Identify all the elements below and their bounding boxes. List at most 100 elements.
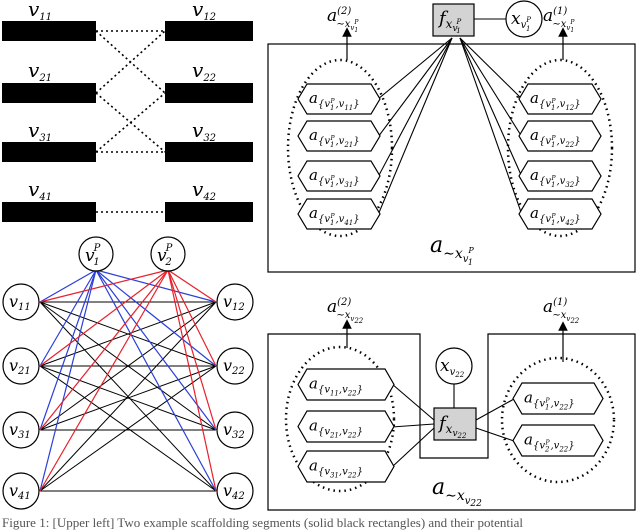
- node-v1p: [78, 236, 114, 272]
- hex-shape: [297, 368, 395, 401]
- segment-label-v21: v21: [28, 58, 52, 84]
- out-label-right-v22: a(1)∼xv22: [543, 297, 580, 325]
- hex-shape: [297, 120, 381, 152]
- segment-v11: [2, 21, 96, 41]
- hex-label: a{v1P,v22}: [530, 126, 581, 149]
- right-hex-message-1: a{v1P,v22}: [518, 120, 602, 152]
- hex-label: a{v31,v22}: [309, 457, 363, 480]
- node-v22: [216, 347, 254, 385]
- node-v31: [2, 411, 40, 449]
- segment-label-v31: v31: [28, 118, 52, 144]
- right-message-group-v22: [500, 356, 616, 484]
- node-v11: [2, 283, 40, 321]
- node-v32: [216, 411, 254, 449]
- segment-label-v41: v41: [28, 177, 52, 203]
- hex-label: a{v21,v22}: [309, 417, 363, 440]
- left-hex-message-v22-1: a{v21,v22}: [297, 410, 395, 443]
- left-hex-message-0: a{v1P,v11}: [297, 83, 381, 115]
- out-label-left-v22: a(2)∼xv22: [327, 297, 364, 325]
- node-label-v41: v41: [9, 481, 31, 502]
- right-hex-message-2: a{v1P,v32}: [518, 160, 602, 192]
- right-hex-message-0: a{v1P,v12}: [518, 83, 602, 115]
- left-message-group: [286, 58, 394, 238]
- hex-shape: [297, 450, 395, 483]
- hex-shape: [297, 83, 381, 115]
- factor-v22-box-label: a∼xv22: [432, 475, 482, 509]
- hex-shape: [518, 120, 602, 152]
- hex-shape: [297, 410, 395, 443]
- node-label-v11: v11: [9, 292, 31, 313]
- left-hex-message-2: a{v1P,v31}: [297, 160, 381, 192]
- segment-label-v22: v22: [192, 58, 216, 84]
- segment-links: [95, 30, 166, 213]
- factor-v22-connections: [391, 383, 515, 468]
- node-label-v22: v22: [223, 356, 245, 377]
- right-hex-message-v22-1: a{v2P,v22}: [512, 424, 604, 457]
- node-label-v42: v42: [223, 481, 245, 502]
- right-message-group: [506, 58, 614, 238]
- left-hex-messages: a{v1P,v11} a{v1P,v21} a{v1P,v31} a{v1P,v41}: [297, 83, 381, 230]
- left-hex-message-v22-2: a{v31,v22}: [297, 450, 395, 483]
- hex-label: a{v1P,v41}: [309, 204, 360, 227]
- node-label-v12: v12: [223, 292, 245, 313]
- right-hex-messages: a{v1P,v12} a{v1P,v22} a{v1P,v32} a{v1P,v42}: [518, 83, 602, 230]
- segment-label-v11: v11: [28, 0, 52, 23]
- factor-node-v22: [433, 407, 477, 441]
- node-v12: [216, 283, 254, 321]
- hex-label: a{v1P,v42}: [530, 204, 581, 227]
- node-v21: [2, 347, 40, 385]
- factor-v22-panel: fxv22 xv22 a(2)∼xv22 a(1)∼xv22 a∼xv22 a{…: [267, 297, 636, 511]
- right-hex-messages-v22: a{v1P,v22} a{v2P,v22}: [512, 382, 604, 457]
- figure-caption: Figure 1: [Upper left] Two example scaff…: [2, 515, 523, 530]
- factor-node-v1p: [432, 3, 475, 37]
- hex-label: a{v11,v22}: [309, 375, 363, 398]
- segments-panel: v11 v12 v21 v22 v31 v32 v41 v42: [2, 0, 253, 222]
- segment-v21: [2, 83, 96, 103]
- variable-label-v22: xv22: [440, 356, 465, 379]
- hex-shape: [297, 160, 381, 192]
- node-v42: [216, 472, 254, 510]
- segment-v12: [165, 21, 253, 41]
- right-hex-message-v22-0: a{v1P,v22}: [512, 382, 604, 415]
- segment-label-v32: v32: [192, 118, 216, 144]
- segment-v41: [2, 202, 96, 222]
- factor-v1p-box: [267, 43, 636, 273]
- node-v41: [2, 472, 40, 510]
- hex-label: a{v1P,v11}: [309, 89, 360, 112]
- hex-label: a{v1P,v32}: [530, 166, 581, 189]
- left-hex-message-1: a{v1P,v21}: [297, 120, 381, 152]
- segment-v32: [165, 142, 253, 162]
- right-hex-message-3: a{v1P,v42}: [518, 198, 602, 230]
- hex-label: a{v2P,v22}: [524, 431, 575, 454]
- hex-shape: [518, 160, 602, 192]
- left-hex-message-3: a{v1P,v41}: [297, 198, 381, 230]
- segment-v42: [165, 202, 253, 222]
- hex-shape: [512, 382, 604, 415]
- segment-v31: [2, 142, 96, 162]
- hex-shape: [518, 83, 602, 115]
- graph-blue-edges: [39, 269, 217, 492]
- segment-label-v12: v12: [192, 0, 216, 23]
- hex-label: a{v1P,v31}: [309, 166, 360, 189]
- node-v2p: [150, 236, 186, 272]
- left-hex-message-v22-0: a{v11,v22}: [297, 368, 395, 401]
- left-hex-messages-v22: a{v11,v22} a{v21,v22} a{v31,v22}: [297, 368, 395, 483]
- left-message-group-v22: [284, 345, 396, 493]
- graph-red-edges: [39, 269, 217, 492]
- segment-v22: [165, 83, 253, 103]
- factor-v22-box: [267, 333, 636, 511]
- factor-v1p-connections: [377, 18, 523, 216]
- hex-label: a{v1P,v12}: [530, 89, 581, 112]
- segment-label-v42: v42: [192, 177, 216, 203]
- hex-label: a{v1P,v21}: [309, 126, 360, 149]
- node-label-v31: v31: [9, 420, 31, 441]
- node-label-v21: v21: [9, 356, 31, 377]
